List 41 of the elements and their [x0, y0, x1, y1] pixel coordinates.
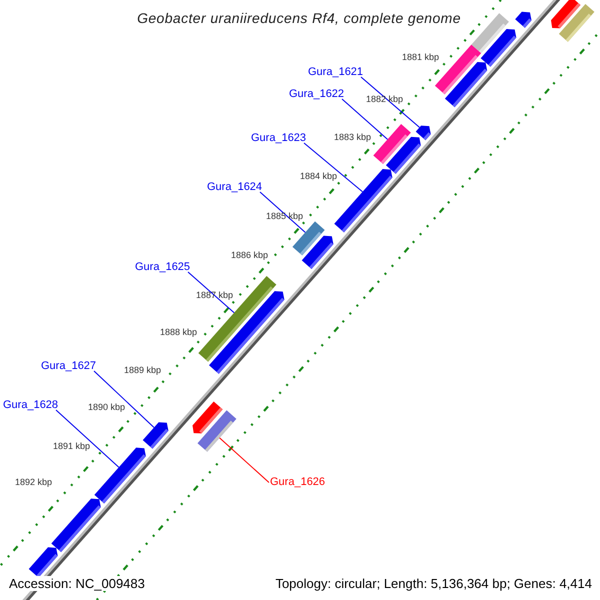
position-label: 1892 kbp	[15, 478, 52, 487]
gene-label: Gura_1623	[251, 133, 306, 144]
gene-feature	[444, 62, 488, 108]
leader-line	[56, 410, 120, 468]
gene-label: Gura_1621	[308, 67, 364, 78]
position-label: 1889 kbp	[124, 366, 162, 375]
topology-text: Topology: circular; Length: 5,136,364 bp; Genes: 4,414	[275, 576, 592, 591]
gene-block	[558, 4, 594, 42]
gene-feature	[386, 136, 421, 174]
gene-block	[198, 410, 236, 452]
position-label: 1883 kbp	[334, 133, 372, 142]
position-label: 1885 kbp	[266, 212, 304, 221]
gene-feature	[142, 422, 168, 449]
position-label: 1891 kbp	[53, 442, 90, 451]
gene-label: Gura_1628	[3, 400, 58, 411]
position-label: 1887 kbp	[196, 291, 234, 300]
position-label: 1882 kbp	[366, 95, 404, 104]
gene-feature	[480, 28, 516, 67]
gene-feature	[302, 236, 334, 270]
gene-feature	[515, 12, 532, 28]
gene-label: Gura_1625	[135, 262, 190, 273]
leader-line	[360, 76, 420, 128]
leader-line	[188, 272, 235, 314]
position-label: 1888 kbp	[160, 328, 198, 337]
leader-line	[94, 370, 154, 428]
position-label: 1884 kbp	[300, 172, 338, 181]
position-label: 1886 kbp	[231, 251, 268, 260]
gene-feature	[416, 126, 431, 140]
gene-label: Gura_1626	[270, 477, 326, 488]
gene-feature	[51, 498, 101, 552]
accession-text: Accession: NC_009483	[9, 576, 145, 591]
leader-line	[342, 98, 388, 140]
gene-label: Gura_1627	[41, 361, 96, 372]
position-label: 1890 kbp	[88, 403, 126, 412]
genome-title: Geobacter uraniireducens Rf4, complete genome	[137, 11, 461, 25]
gene-label: Gura_1622	[289, 89, 344, 100]
position-label: 1881 kbp	[402, 53, 440, 62]
gene-label: Gura_1624	[207, 182, 262, 193]
leader-line	[304, 142, 364, 192]
gene-feature	[94, 448, 146, 504]
gene-feature	[28, 547, 58, 578]
